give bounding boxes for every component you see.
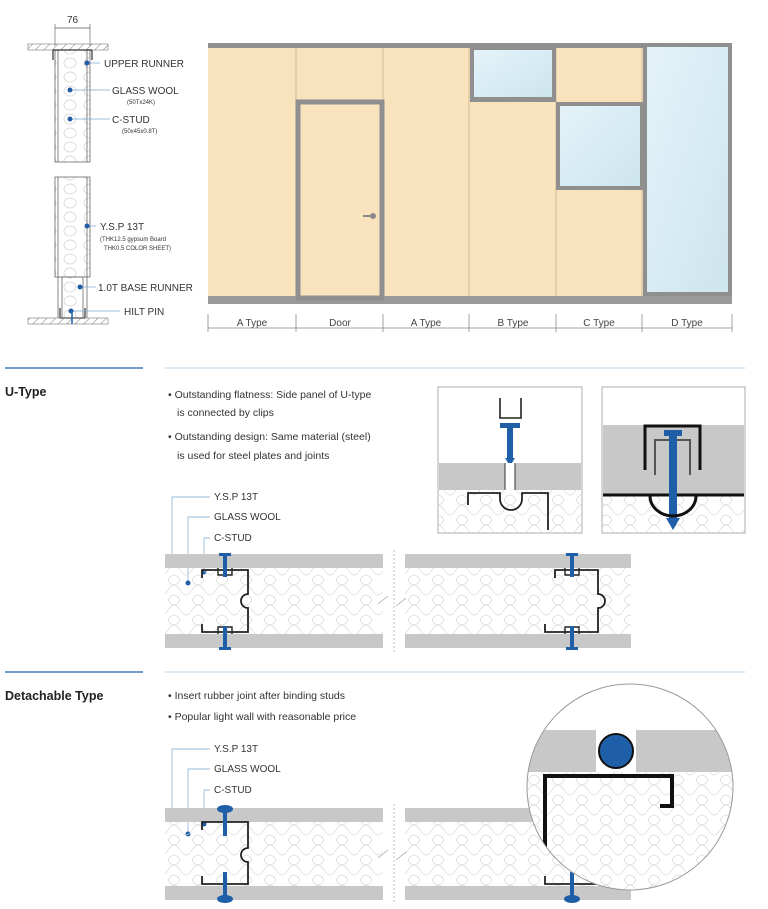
glass-wool-label: GLASS WOOL (112, 86, 179, 97)
type-label-5: C Type (583, 318, 615, 329)
u-type-plan-view (165, 550, 631, 652)
hilt-pin-label: HILT PIN (124, 307, 164, 318)
u-c-stud-label: C-STUD (214, 533, 252, 544)
ceiling-slab (27, 43, 109, 51)
window-d (643, 43, 732, 296)
u-type-bullet-2: • Outstanding design: Same material (ste… (168, 431, 371, 443)
u-type-bullet-2b: is used for steel plates and joints (177, 450, 329, 462)
c-stud-spec: (50x45x0.8T) (122, 129, 157, 135)
ysp-label: Y.S.P 13T (100, 222, 144, 233)
lower-wall-section (54, 176, 91, 278)
type-label-6: D Type (671, 318, 703, 329)
detachable-bullet-2: • Popular light wall with reasonable pri… (168, 711, 356, 723)
c-stud-label: C-STUD (112, 115, 150, 126)
u-type-bullet-1b: is connected by clips (177, 407, 274, 419)
d-glass-wool-label: GLASS WOOL (214, 764, 281, 775)
u-type-detail-1 (437, 386, 583, 534)
dimension-label: 76 (67, 15, 79, 26)
detachable-magnified-detail (526, 683, 734, 891)
door (295, 99, 385, 301)
type-label-4: B Type (498, 318, 529, 329)
u-type-title: U-Type (5, 385, 46, 399)
type-label-3: A Type (411, 318, 442, 329)
u-type-detail-2 (601, 386, 746, 534)
ysp-spec-2: THK0.5 COLOR SHEET) (104, 246, 171, 252)
d-ysp-label: Y.S.P 13T (214, 744, 258, 755)
wall-elevation: A Type Door A Type B Type C Type D Type (207, 43, 733, 332)
detachable-title: Detachable Type (5, 689, 103, 703)
u-type-bullet-1: • Outstanding flatness: Side panel of U-… (168, 389, 371, 401)
type-label-1: A Type (237, 318, 268, 329)
wall-section-detail: 76 (27, 15, 193, 325)
type-label-2: Door (329, 318, 351, 329)
detachable-bullet-1: • Insert rubber joint after binding stud… (168, 690, 345, 702)
d-c-stud-label: C-STUD (214, 785, 252, 796)
upper-runner-label: UPPER RUNNER (104, 59, 184, 70)
window-c (556, 102, 644, 190)
glass-wool-spec: (50Tx24K) (127, 100, 155, 106)
u-glass-wool-label: GLASS WOOL (214, 512, 281, 523)
ysp-spec-1: (THK12.5 gypsum Board (100, 237, 166, 243)
floor-slab (27, 317, 109, 325)
detachable-plan-view (165, 804, 631, 904)
window-b (470, 46, 556, 102)
base-runner-label: 1.0T BASE RUNNER (98, 283, 193, 294)
upper-wall-section (54, 49, 91, 163)
u-ysp-label: Y.S.P 13T (214, 492, 258, 503)
